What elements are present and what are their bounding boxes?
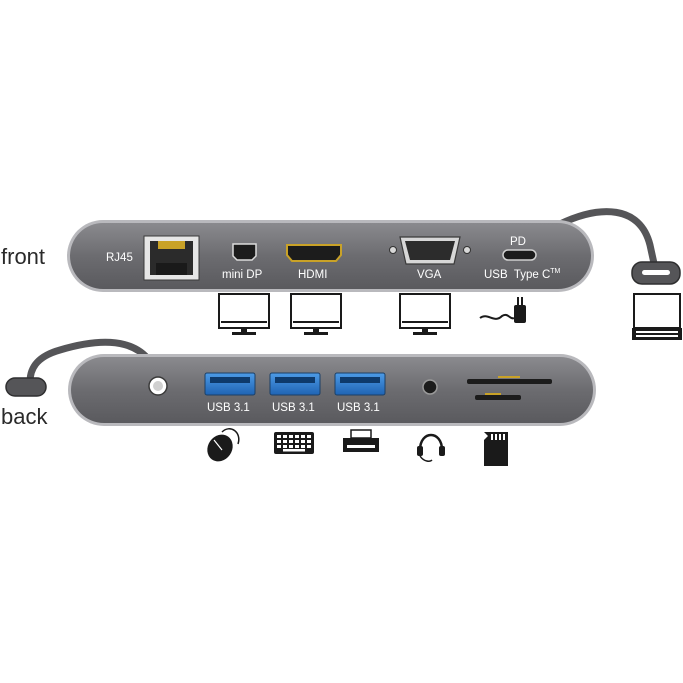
front-cable [556, 208, 681, 285]
rj45-port-icon [143, 235, 200, 281]
power-adapter-icon [479, 297, 526, 323]
headset-icon [417, 433, 445, 462]
usb-c-label: USB Type CTM [484, 268, 561, 281]
usb-3-1-label: USB 3.1 [337, 402, 380, 414]
sd-card-icon [484, 432, 508, 466]
usb-a-port-icon [204, 372, 256, 396]
monitor-icon [399, 293, 451, 335]
usb-a-port-icon [269, 372, 321, 396]
mouse-icon [207, 428, 240, 462]
pd-label: PD [510, 236, 526, 248]
usb-a-port-icon [334, 372, 386, 396]
audio-jack-icon [422, 379, 438, 395]
monitor-icon [290, 293, 342, 335]
mini-dp-label: mini DP [222, 269, 263, 281]
back-label: back [1, 404, 48, 429]
mini-dp-port-icon [232, 243, 257, 261]
front-label: front [1, 244, 46, 269]
rj45-label: RJ45 [106, 252, 133, 264]
usb-c-port-icon [502, 249, 537, 261]
hdmi-port-icon [286, 244, 342, 262]
back-dock-body [68, 354, 596, 426]
usb-c-plug-icon [5, 377, 47, 397]
laptop-icon [632, 293, 682, 340]
usb-3-1-label: USB 3.1 [207, 402, 250, 414]
hdmi-label: HDMI [298, 269, 327, 281]
keyboard-icon [274, 432, 314, 454]
printer-icon [343, 429, 379, 452]
cable-exit-grommet [148, 376, 168, 396]
usb-3-1-label: USB 3.1 [272, 402, 315, 414]
monitor-icon [218, 293, 270, 335]
vga-port-icon [389, 236, 471, 265]
vga-label: VGA [417, 269, 442, 281]
card-reader-slots-icon [467, 376, 552, 400]
